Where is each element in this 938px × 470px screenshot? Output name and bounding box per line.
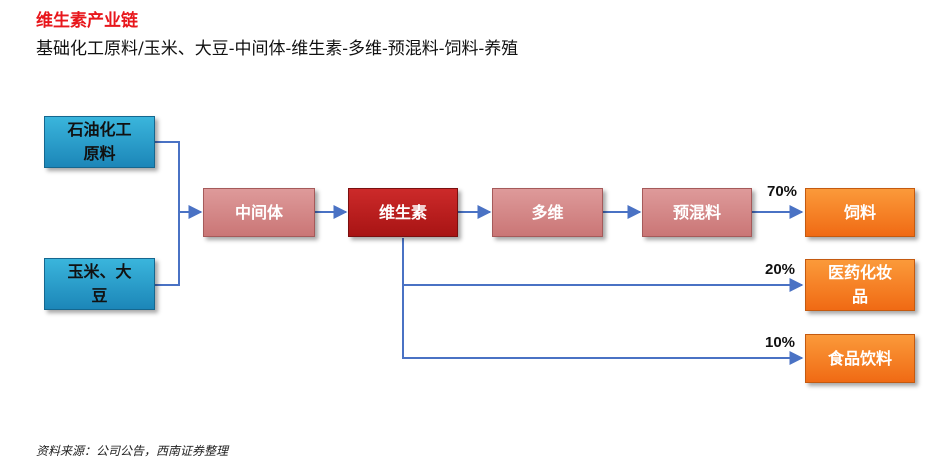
connector-corn-soy: [155, 212, 180, 286]
food-beverage-label: 食品饮料: [827, 348, 892, 368]
pharma-cosmetics-node: 医药化妆 品: [805, 259, 915, 311]
vitamin-label: 维生素: [378, 202, 427, 222]
multivitamin-node: 多维: [492, 188, 603, 237]
petrochem-node: 石油化工 原料: [44, 116, 155, 168]
source-note: 资料来源：公司公告，西南证券整理: [36, 444, 229, 458]
feed-label: 饲料: [843, 202, 876, 222]
page-subtitle: 基础化工原料/玉米、大豆-中间体-维生素-多维-预混料-饲料-养殖: [36, 39, 519, 59]
food-beverage-share: 10%: [765, 334, 796, 351]
premix-label: 预混料: [672, 202, 721, 222]
vitamin-node: 维生素: [348, 188, 458, 237]
page-title: 维生素产业链: [36, 11, 138, 31]
premix-node: 预混料: [642, 188, 752, 237]
pharma-cosmetics-label: 医药化妆 品: [827, 263, 892, 306]
corn-soy-label: 玉米、大 豆: [67, 262, 132, 305]
connector-vitamin-pharma: [402, 238, 804, 292]
pharma-cosmetics-share: 20%: [765, 261, 796, 278]
petrochem-label: 石油化工 原料: [67, 120, 132, 163]
intermediate-label: 中间体: [234, 202, 283, 222]
connector-petrochem: [155, 141, 203, 219]
corn-soy-node: 玉米、大 豆: [44, 258, 155, 310]
feed-node: 饲料: [805, 188, 915, 237]
intermediate-node: 中间体: [203, 188, 315, 237]
food-beverage-node: 食品饮料: [805, 334, 915, 383]
connector-vitamin-food: [402, 285, 804, 365]
feed-share: 70%: [767, 183, 798, 200]
multivitamin-label: 多维: [531, 202, 564, 222]
